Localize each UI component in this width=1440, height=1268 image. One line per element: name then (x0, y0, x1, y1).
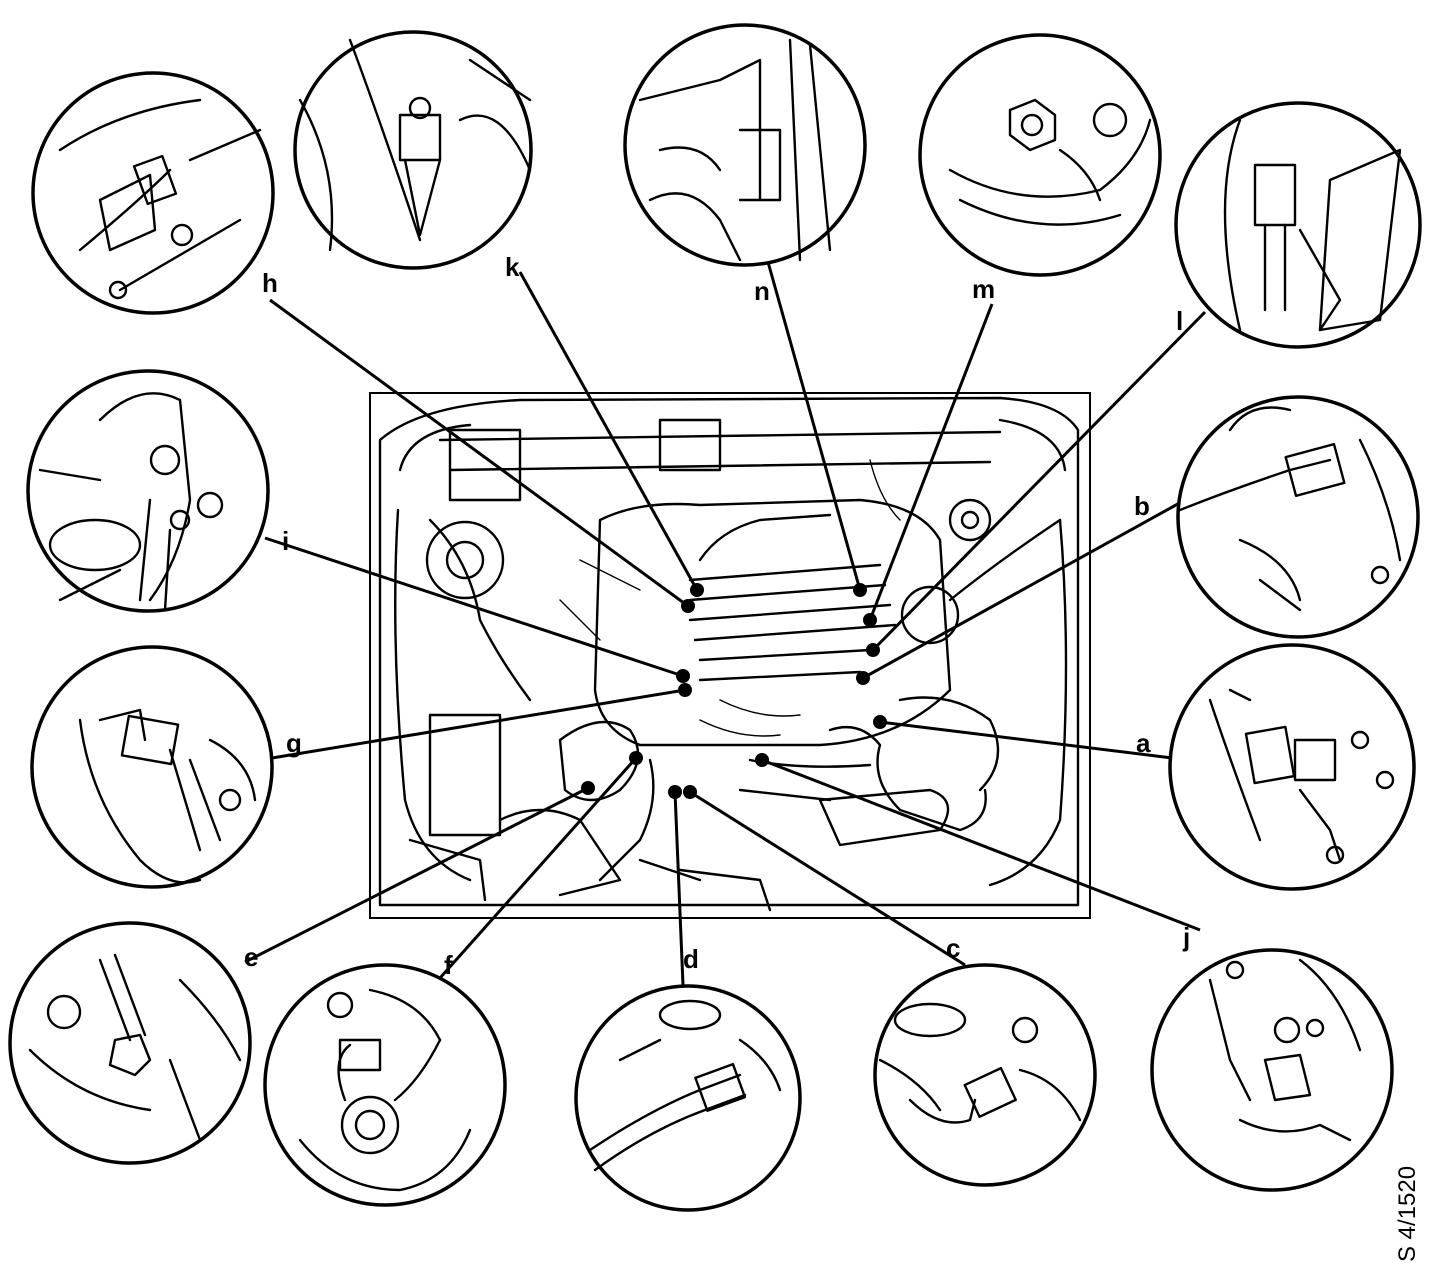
leader-lines (244, 261, 1207, 986)
leader-c (689, 790, 966, 967)
label-e: e (244, 942, 258, 972)
callout-detail-l (1174, 101, 1422, 349)
dot-b (856, 671, 870, 685)
label-n: n (754, 276, 770, 306)
dot-a (873, 715, 887, 729)
label-l: l (1176, 306, 1183, 336)
figure-reference: S 4/1520 (1394, 1166, 1421, 1262)
dot-n (853, 583, 867, 597)
callout-detail-i (26, 369, 270, 613)
label-k: k (505, 252, 520, 282)
callout-detail-d (574, 984, 802, 1212)
label-g: g (286, 728, 302, 758)
dot-e (581, 781, 595, 795)
dot-m (863, 613, 877, 627)
connection-dots (581, 583, 887, 799)
callout-detail-j (1150, 948, 1394, 1192)
leader-m (868, 303, 994, 621)
leader-h (269, 298, 689, 608)
callout-detail-b (1176, 395, 1420, 639)
callout-detail-k (293, 30, 533, 270)
callout-detail-n (623, 23, 867, 267)
dot-j (755, 753, 769, 767)
dot-g (678, 683, 692, 697)
label-b: b (1134, 491, 1150, 521)
leader-g (271, 688, 686, 760)
label-i: i (282, 526, 289, 556)
label-f: f (444, 950, 453, 980)
leader-f (438, 757, 638, 979)
callout-detail-a (1168, 643, 1416, 891)
leader-i (264, 536, 684, 678)
callout-detail-h (31, 71, 275, 315)
callout-detail-f (263, 963, 507, 1207)
label-c: c (946, 933, 960, 963)
leader-n (766, 261, 862, 591)
leader-e (244, 786, 589, 964)
leader-k (518, 271, 699, 591)
leader-b (862, 498, 1186, 680)
engine-bay-overview (369, 392, 1091, 919)
dot-c (683, 785, 697, 799)
dot-i (676, 669, 690, 683)
callout-detail-c (873, 963, 1097, 1187)
leader-a (879, 720, 1173, 760)
label-a: a (1136, 728, 1151, 758)
dot-d (668, 785, 682, 799)
callout-letters: h k n m l b i g a e f d c j (244, 252, 1190, 980)
leader-d (673, 791, 685, 986)
callout-detail-g (30, 645, 274, 889)
leader-j (761, 758, 1201, 932)
dot-h (681, 599, 695, 613)
dot-l (866, 643, 880, 657)
callout-detail-e (8, 921, 252, 1165)
callout-detail-m (918, 33, 1162, 277)
label-j: j (1182, 922, 1190, 952)
label-h: h (262, 268, 278, 298)
label-m: m (972, 274, 995, 304)
label-d: d (683, 944, 699, 974)
dot-k (690, 583, 704, 597)
dot-f (629, 751, 643, 765)
leader-l (871, 310, 1207, 652)
